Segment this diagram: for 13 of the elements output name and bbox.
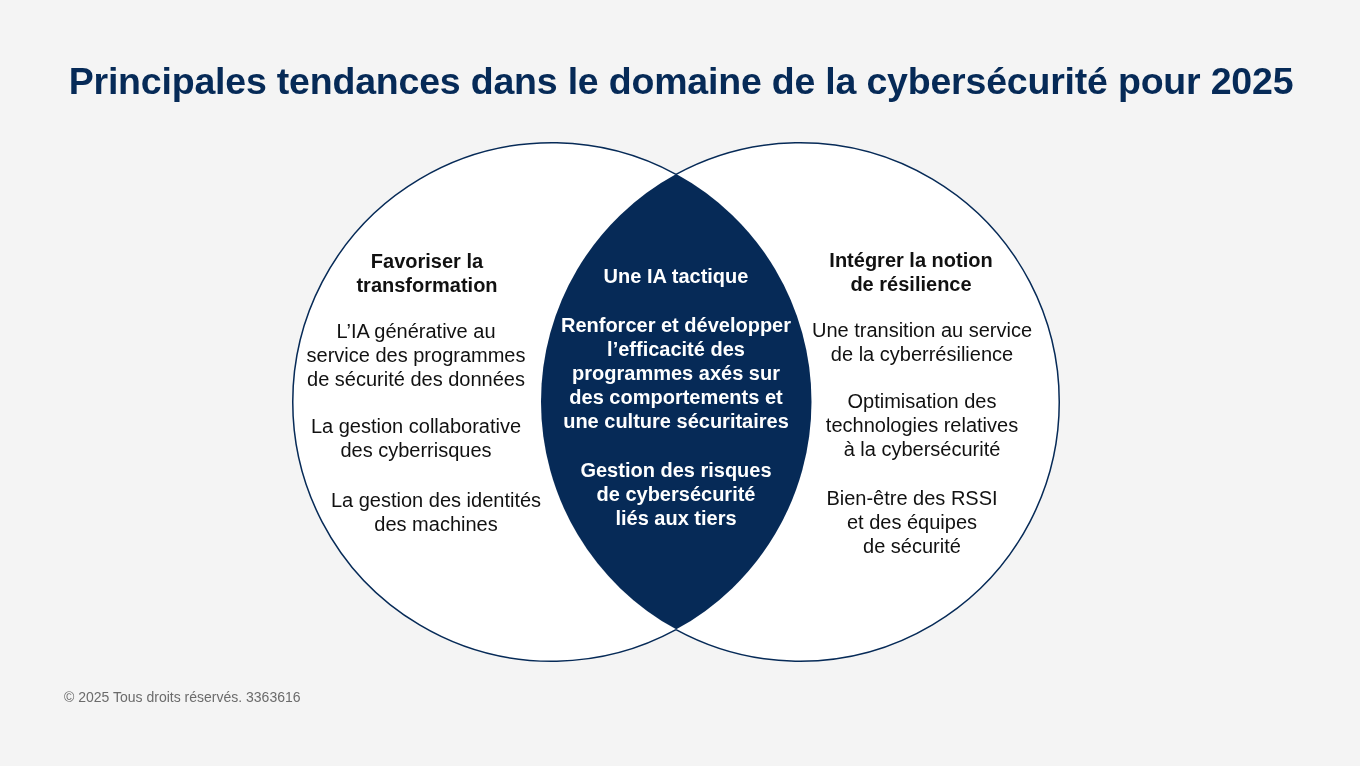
trend-text: La gestion des identités des machines — [330, 488, 542, 536]
trend-text: Une transition au service de la cyberrésilience — [811, 318, 1033, 366]
copyright-note: © 2025 Tous droits réservés. 3363616 — [64, 688, 301, 706]
trend-text: La gestion collaborative des cyberrisques — [310, 414, 522, 462]
trend-text: Renforcer et développer l’efficacité des programmes axés sur des comportements et une culture sécuritaires — [560, 313, 792, 433]
overlap-heading: Une IA tactique — [603, 264, 749, 288]
trend-text: Gestion des risques de cybersécurité liés aux tiers — [580, 458, 772, 530]
trend-text: Bien-être des RSSI et des équipes de sécurité — [826, 486, 998, 558]
set-heading: Favoriser la transformation — [356, 249, 498, 297]
trend-text: L’IA générative au service des programmes de sécurité des données — [306, 319, 526, 391]
diagram-title: Principales tendances dans le domaine de la cybersécurité pour 2025 — [68, 59, 1294, 104]
trend-text: Optimisation des technologies relatives à la cybersécurité — [825, 389, 1019, 461]
set-heading: Intégrer la notion de résilience — [829, 248, 993, 296]
